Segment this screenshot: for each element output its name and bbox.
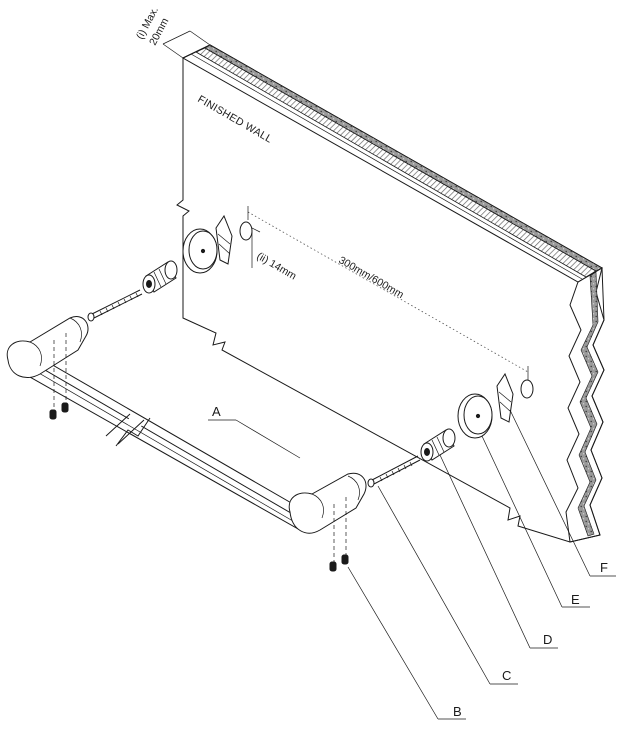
- label-a: A: [212, 404, 221, 419]
- screw-left: [87, 289, 143, 322]
- rail-right-end: [288, 472, 367, 534]
- label-e: E: [571, 592, 580, 607]
- dimension-hole-depth: (ii) 14mm: [245, 224, 299, 283]
- wall-side-board: [577, 271, 599, 537]
- callouts: A B C D E F: [208, 404, 616, 720]
- wall-edge-line: [190, 53, 583, 280]
- wall-hatch-layer: [195, 47, 597, 278]
- rail-bar: [13, 344, 301, 531]
- rail-bar-top: [13, 351, 297, 517]
- wall-hole-right: [520, 379, 534, 399]
- towel-rail: [6, 316, 367, 562]
- wall-anchor-left: [215, 214, 233, 265]
- wall-board-layer: [204, 44, 603, 272]
- label-c: C: [502, 668, 511, 683]
- rail-left-end: [6, 316, 89, 378]
- dimension-spacing: 300mm/600mm: [247, 206, 529, 380]
- rail-break-mark: [105, 413, 151, 447]
- spindle-right: [420, 428, 456, 462]
- screw-right: [367, 455, 421, 488]
- label-b: B: [453, 704, 462, 719]
- dimension-max-thickness: (i) Max. 20mm: [134, 5, 211, 59]
- label-f: F: [600, 560, 608, 575]
- rose-plate-left: [182, 228, 218, 274]
- dim-spacing-label: 300mm/600mm: [337, 254, 406, 301]
- wall-hole-left: [239, 221, 253, 241]
- rose-plate-right: [457, 393, 493, 439]
- dim-depth-label: (ii) 14mm: [255, 250, 299, 282]
- grub-screws-right: [329, 554, 349, 572]
- spindle-left: [142, 260, 178, 294]
- wall-side-cut: [565, 267, 605, 543]
- label-d: D: [543, 632, 552, 647]
- fixing-set-right: [367, 372, 514, 488]
- wall-anchor-right: [496, 372, 514, 423]
- wall-label: FINISHED WALL: [196, 93, 275, 145]
- grub-screws-left: [49, 402, 69, 420]
- fixing-set-left: [87, 214, 233, 322]
